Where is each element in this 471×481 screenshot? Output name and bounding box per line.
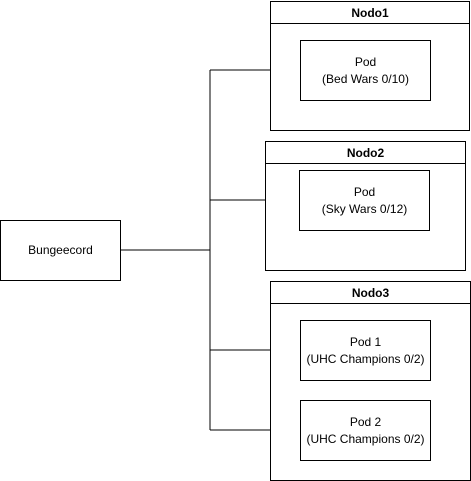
pod-label: Pod 2	[349, 414, 382, 429]
nodo3-title: Nodo3	[271, 282, 470, 304]
pod-label: Pod	[354, 54, 377, 69]
pod-detail: (Sky Wars 0/12)	[321, 201, 408, 216]
pod-label: Pod	[353, 184, 376, 199]
nodo3-pod2: Pod 2 (UHC Champions 0/2)	[300, 400, 431, 461]
pod-detail: (Bed Wars 0/10)	[322, 71, 409, 86]
nodo3-pod1: Pod 1 (UHC Champions 0/2)	[300, 320, 431, 381]
nodo2-title: Nodo2	[266, 142, 465, 164]
pod-detail: (UHC Champions 0/2)	[306, 351, 425, 366]
bungeecord-box: Bungeecord	[0, 220, 121, 281]
nodo1-pod: Pod (Bed Wars 0/10)	[300, 40, 431, 101]
nodo1-title: Nodo1	[271, 2, 469, 24]
pod-detail: (UHC Champions 0/2)	[306, 431, 425, 446]
nodo2-pod: Pod (Sky Wars 0/12)	[299, 170, 430, 231]
pod-label: Pod 1	[349, 334, 382, 349]
bungeecord-label: Bungeecord	[28, 243, 93, 257]
